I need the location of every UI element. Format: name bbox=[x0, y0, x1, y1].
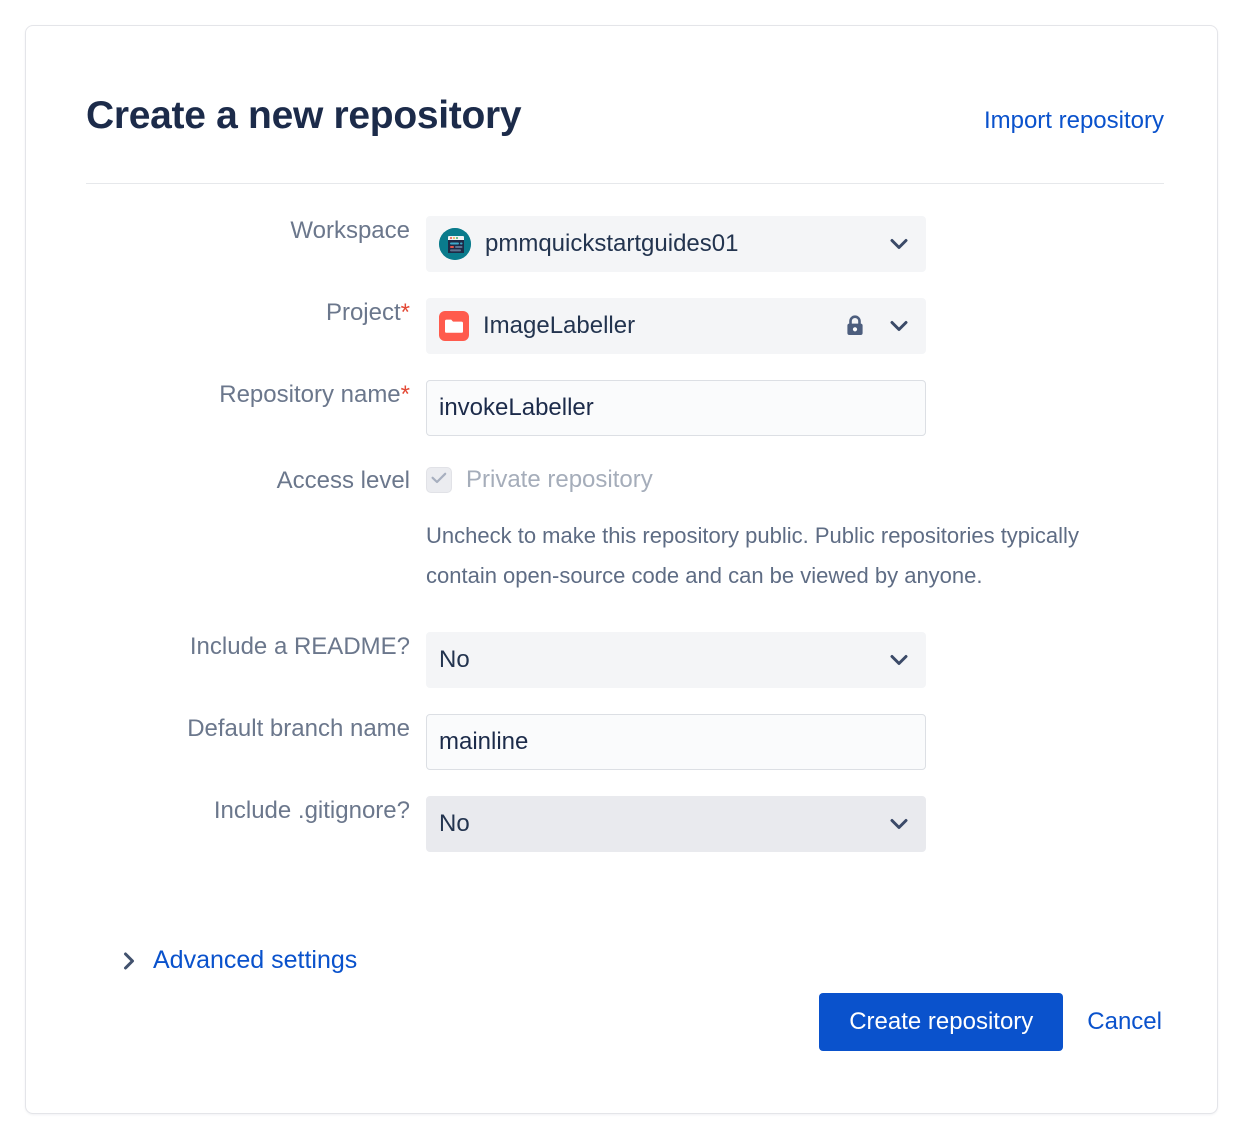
project-required-marker: * bbox=[400, 299, 410, 326]
include-gitignore-select[interactable]: No bbox=[426, 796, 926, 853]
include-readme-label: Include a README? bbox=[189, 633, 410, 661]
check-icon bbox=[431, 471, 447, 489]
project-folder-icon bbox=[439, 311, 469, 341]
workspace-value: pmmquickstartguides01 bbox=[485, 230, 739, 257]
include-readme-row: Include a README? No bbox=[86, 632, 1164, 689]
default-branch-input[interactable]: mainline bbox=[426, 714, 926, 771]
private-repository-checkbox-row[interactable]: Private repository bbox=[426, 466, 1164, 494]
lock-icon bbox=[843, 314, 867, 338]
create-repository-form: Workspace bbox=[86, 216, 1164, 853]
repository-name-input[interactable]: invokeLabeller bbox=[426, 380, 926, 436]
include-gitignore-label: Include .gitignore? bbox=[213, 797, 410, 825]
repository-name-required-marker: * bbox=[400, 381, 410, 408]
project-row: Project* ImageLabeller bbox=[86, 298, 1164, 354]
default-branch-row: Default branch name mainline bbox=[86, 714, 1164, 771]
include-gitignore-value: No bbox=[439, 810, 470, 838]
default-branch-value: mainline bbox=[439, 728, 529, 756]
advanced-settings-toggle[interactable]: Advanced settings bbox=[119, 946, 357, 975]
workspace-avatar-icon bbox=[439, 228, 471, 260]
access-level-label: Access level bbox=[276, 467, 410, 494]
cancel-button[interactable]: Cancel bbox=[1087, 1008, 1162, 1035]
include-readme-select[interactable]: No bbox=[426, 632, 926, 689]
private-repository-checkbox[interactable] bbox=[426, 467, 452, 493]
project-value: ImageLabeller bbox=[483, 312, 636, 339]
card-header: Create a new repository Import repositor… bbox=[86, 84, 1164, 184]
access-level-help-text: Uncheck to make this repository public. … bbox=[426, 523, 1079, 589]
workspace-row: Workspace bbox=[86, 216, 1164, 272]
project-select[interactable]: ImageLabeller bbox=[426, 298, 926, 354]
access-level-row: Access level Private repository Uncheck … bbox=[86, 466, 1164, 596]
advanced-settings-label: Advanced settings bbox=[153, 946, 358, 974]
repository-name-row: Repository name* invokeLabeller bbox=[86, 380, 1164, 436]
chevron-down-icon bbox=[889, 814, 909, 834]
include-readme-value: No bbox=[439, 646, 470, 674]
chevron-right-icon bbox=[119, 948, 139, 974]
repository-name-value: invokeLabeller bbox=[439, 394, 594, 421]
project-label: Project* bbox=[325, 299, 410, 326]
chevron-down-icon bbox=[889, 316, 909, 336]
card-footer: Create repository Cancel bbox=[819, 993, 1162, 1051]
create-repository-card: Create a new repository Import repositor… bbox=[25, 25, 1218, 1114]
repository-name-label: Repository name* bbox=[219, 381, 410, 408]
private-repository-checkbox-label: Private repository bbox=[466, 466, 653, 493]
workspace-label: Workspace bbox=[290, 217, 410, 244]
workspace-select[interactable]: pmmquickstartguides01 bbox=[426, 216, 926, 272]
chevron-down-icon bbox=[889, 234, 909, 254]
default-branch-label: Default branch name bbox=[187, 715, 410, 743]
import-repository-link[interactable]: Import repository bbox=[983, 107, 1164, 134]
chevron-down-icon bbox=[889, 650, 909, 670]
create-repository-button[interactable]: Create repository bbox=[819, 993, 1064, 1051]
include-gitignore-row: Include .gitignore? No bbox=[86, 796, 1164, 853]
page-title: Create a new repository bbox=[86, 94, 522, 137]
